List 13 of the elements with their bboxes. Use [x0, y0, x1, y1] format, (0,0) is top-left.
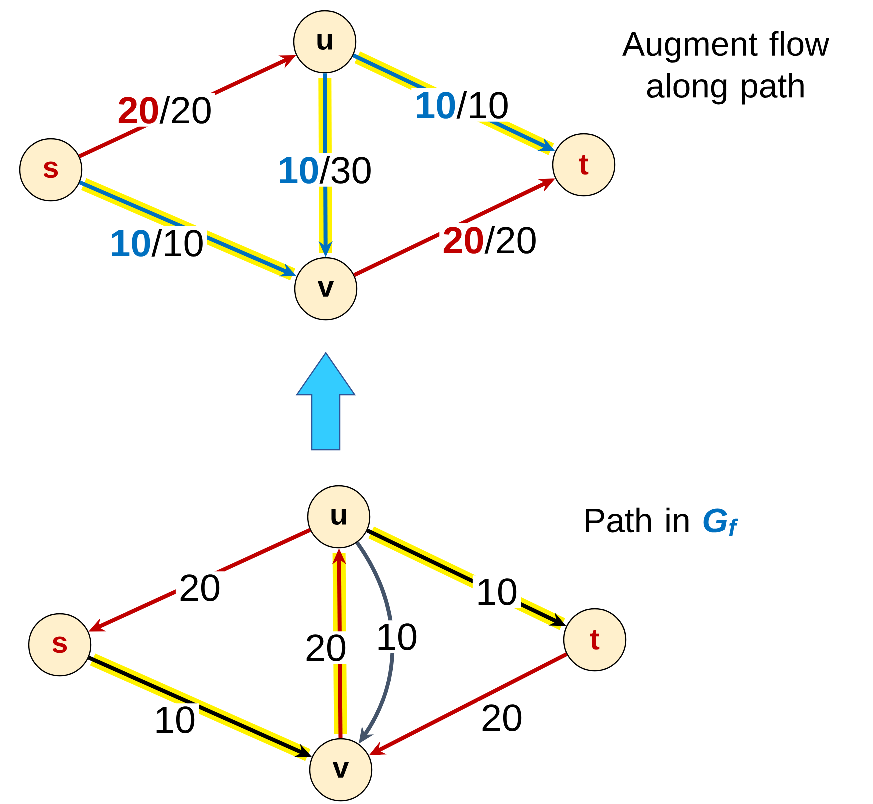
edge-label: 20 [176, 572, 224, 604]
edge-label: 10 [472, 576, 522, 608]
edge-label: 10/10 [412, 88, 512, 122]
caption-text: Path in G$_{f}$ [586, 508, 738, 536]
caption-text: Augment flow along path [622, 31, 830, 105]
edge-label: 10/10 [106, 226, 208, 260]
edge-label: 10 [150, 704, 200, 736]
edge-label: 10 [372, 620, 422, 654]
edge-label: 20 [302, 632, 350, 664]
edge-label: 20/20 [440, 223, 540, 257]
edge-label: 20 [478, 702, 526, 734]
edge-label: 10/30 [274, 153, 376, 187]
edge-label: 20/20 [114, 93, 216, 127]
